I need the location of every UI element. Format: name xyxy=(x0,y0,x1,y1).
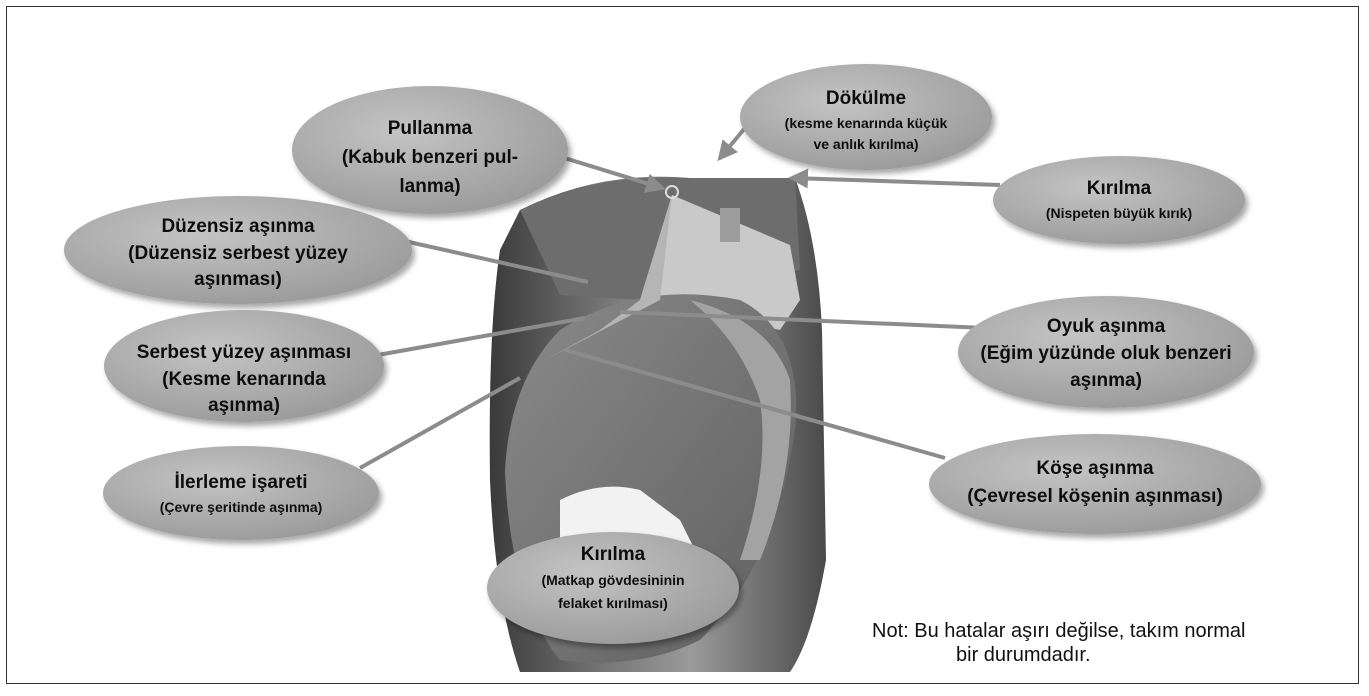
footnote: Not: Bu hatalar aşırı değilse, takım nor… xyxy=(872,619,1342,667)
kose-line1: (Çevresel köşenin aşınması) xyxy=(967,486,1223,507)
duzensiz-title: Düzensiz aşınma xyxy=(161,216,315,237)
pullanma-title: Pullanma xyxy=(388,118,473,139)
bubble-kirilma-top: Kırılma (Nispeten büyük kırık) xyxy=(993,156,1245,244)
ilerleme-title: İlerleme işareti xyxy=(174,472,307,493)
pullanma-line1: (Kabuk benzeri pul- xyxy=(342,147,518,168)
oyuk-line1: (Eğim yüzünde oluk benzeri xyxy=(980,343,1231,364)
duzensiz-line1: (Düzensiz serbest yüzey xyxy=(128,243,348,264)
kirilma-bottom-title: Kırılma xyxy=(581,544,646,565)
bubble-dokulme: Dökülme (kesme kenarında küçük ve anlık … xyxy=(740,64,992,170)
bubble-duzensiz: Düzensiz aşınma (Düzensiz serbest yüzey … xyxy=(64,196,412,304)
arrow-dokulme xyxy=(720,128,745,158)
oyuk-title: Oyuk aşınma xyxy=(1047,316,1166,337)
footnote-line2: bir durumdadır. xyxy=(872,643,1342,667)
dokulme-line1: (kesme kenarında küçük xyxy=(785,115,948,131)
drill-notch xyxy=(720,208,740,242)
footnote-line1: Not: Bu hatalar aşırı değilse, takım nor… xyxy=(872,620,1246,642)
kirilma-top-title: Kırılma xyxy=(1087,178,1152,199)
kirilma-bottom-line1: (Matkap gövdesininin xyxy=(541,572,684,588)
kirilma-bottom-line2: felaket kırılması) xyxy=(558,595,668,611)
bubble-kose: Köşe aşınma (Çevresel köşenin aşınması) xyxy=(929,434,1261,534)
kose-title: Köşe aşınma xyxy=(1036,458,1154,479)
ilerleme-line1: (Çevre şeritinde aşınma) xyxy=(160,499,323,515)
duzensiz-line2: aşınması) xyxy=(194,269,282,290)
serbest-line2: aşınma) xyxy=(208,395,280,416)
dokulme-line2: ve anlık kırılma) xyxy=(813,136,918,152)
oyuk-line2: aşınma) xyxy=(1070,370,1142,391)
bubble-pullanma: Pullanma (Kabuk benzeri pul- lanma) xyxy=(292,86,568,214)
kirilma-top-line1: (Nispeten büyük kırık) xyxy=(1046,205,1192,221)
pullanma-line2: lanma) xyxy=(399,176,460,197)
bubble-oyuk: Oyuk aşınma (Eğim yüzünde oluk benzeri a… xyxy=(958,296,1254,408)
serbest-title: Serbest yüzey aşınması xyxy=(137,342,351,363)
serbest-line1: (Kesme kenarında xyxy=(162,369,326,390)
bubble-kirilma-bottom: Kırılma (Matkap gövdesininin felaket kır… xyxy=(487,532,739,644)
bubble-ilerleme: İlerleme işareti (Çevre şeritinde aşınma… xyxy=(103,446,379,540)
dokulme-title: Dökülme xyxy=(826,88,906,109)
arrow-kirilma-top xyxy=(792,178,1000,185)
bubble-serbest: Serbest yüzey aşınması (Kesme kenarında … xyxy=(104,310,384,422)
